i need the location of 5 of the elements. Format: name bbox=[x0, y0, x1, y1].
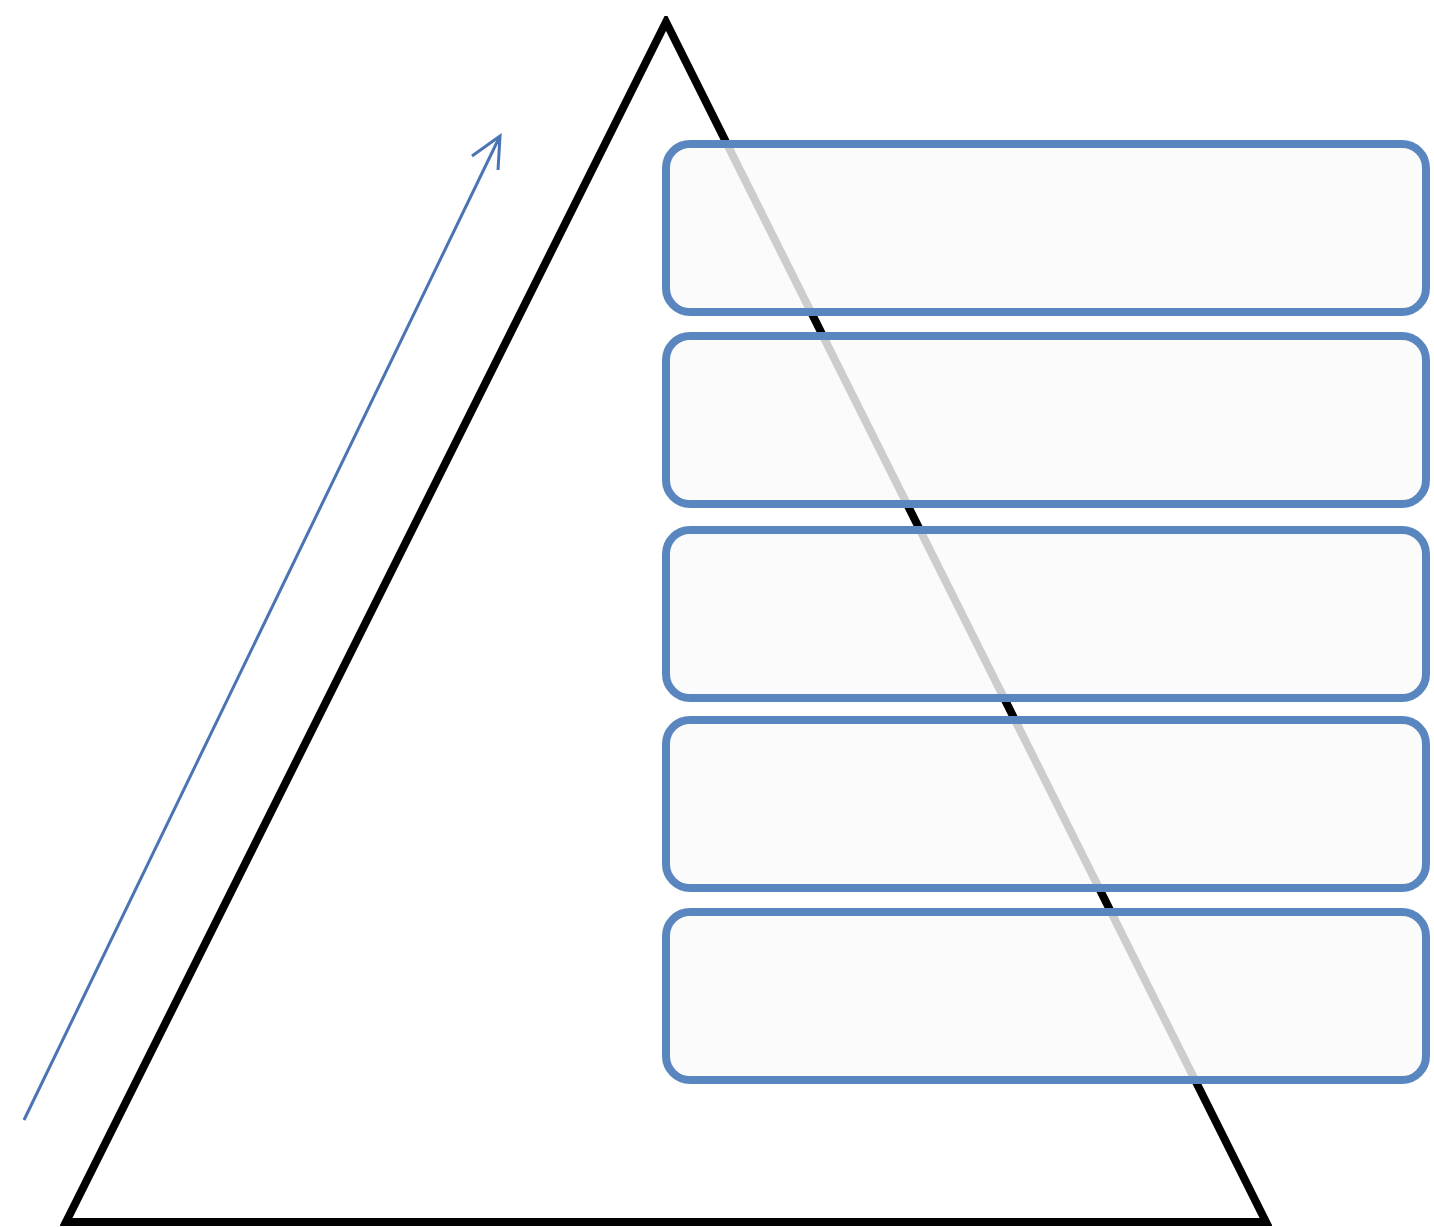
level-box bbox=[662, 716, 1430, 892]
level-box bbox=[662, 140, 1430, 316]
level-box bbox=[662, 908, 1430, 1084]
level-box bbox=[662, 332, 1430, 508]
level-box bbox=[662, 526, 1430, 702]
